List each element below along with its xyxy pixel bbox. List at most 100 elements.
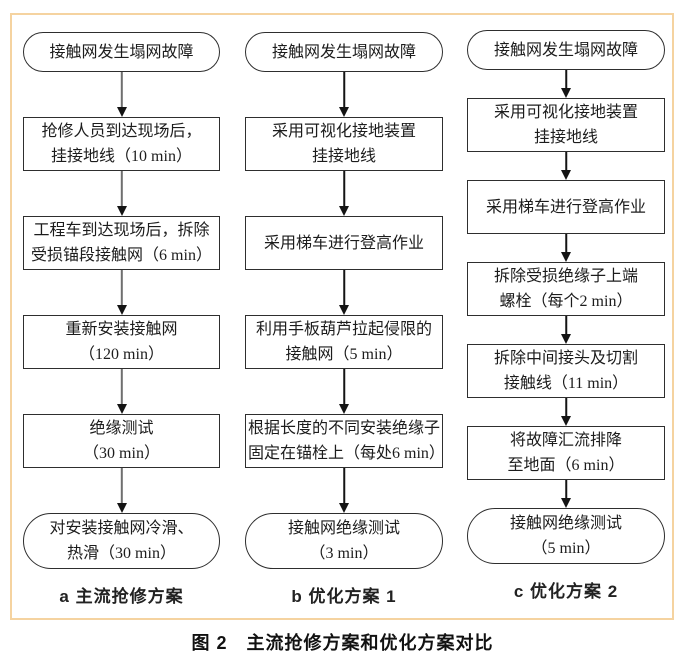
process-node: 拆除中间接头及切割 接触线（11 min） (467, 344, 665, 398)
process-node: 拆除受损绝缘子上端 螺栓（每个2 min） (467, 262, 665, 316)
flow-arrow-down (559, 152, 573, 180)
node-text: 对安装接触网冷滑、 (49, 520, 194, 537)
arrow-head-icon (561, 416, 571, 426)
arrow-head-icon (339, 503, 349, 513)
node-text: 至地面（6 min） (507, 457, 625, 474)
node-text: 挂接地线（10 min） (51, 148, 192, 165)
arrow-shaft (565, 234, 567, 255)
node-text: 拆除受损绝缘子上端 (493, 268, 638, 285)
node-text: 接触网发生塌网故障 (271, 43, 416, 61)
flow-arrow-down (559, 480, 573, 508)
arrow-shaft (565, 152, 567, 173)
column-label-b: b 优化方案 1 (291, 587, 397, 606)
arrow-head-icon (339, 206, 349, 216)
process-node: 重新安装接触网 （120 min） (23, 315, 220, 369)
arrow-head-icon (561, 334, 571, 344)
column-label-c: c 优化方案 2 (513, 582, 619, 601)
process-node: 将故障汇流排降 至地面（6 min） (467, 426, 665, 480)
node-text: 采用可视化接地装置 (271, 123, 416, 140)
process-node: 采用可视化接地装置 挂接地线 (245, 117, 443, 171)
arrow-head-icon (116, 305, 127, 315)
process-node: 绝缘测试 （30 min） (23, 414, 220, 468)
process-node: 采用梯车进行登高作业 (467, 180, 665, 234)
node-text: 工程车到达现场后，拆除 (33, 222, 210, 239)
node-text: 挂接地线 (533, 129, 598, 146)
flow-arrow-down (337, 270, 351, 315)
process-node: 工程车到达现场后，拆除 受损锚段接触网（6 min） (23, 216, 220, 270)
node-text: 绝缘测试 (89, 420, 154, 437)
flow-arrow-down (115, 72, 129, 117)
flow-arrow-down (115, 468, 129, 513)
arrow-shaft (565, 70, 567, 91)
arrow-shaft (343, 369, 345, 407)
node-text: 采用梯车进行登高作业 (485, 198, 646, 216)
arrow-head-icon (561, 170, 571, 180)
node-text: （30 min） (83, 445, 160, 462)
flow-arrow-down (559, 316, 573, 344)
flow-arrow-down (337, 369, 351, 414)
node-text: （3 min） (309, 545, 379, 562)
end-terminal-node: 对安装接触网冷滑、 热滑（30 min） (23, 513, 220, 569)
node-text: 利用手板葫芦拉起侵限的 (255, 321, 432, 338)
arrow-head-icon (116, 404, 127, 414)
flowchart-column-b: 接触网发生塌网故障 采用可视化接地装置 挂接地线 采用梯车进行登高作业 利用手板… (245, 32, 445, 607)
arrow-shaft (343, 468, 345, 506)
arrow-head-icon (116, 503, 127, 513)
flow-arrow-down (559, 234, 573, 262)
arrow-head-icon (339, 305, 349, 315)
flowchart-column-a: 接触网发生塌网故障 抢修人员到达现场后， 挂接地线（10 min） 工程车到达现… (23, 32, 220, 607)
node-text: （120 min） (79, 346, 164, 363)
process-node: 利用手板葫芦拉起侵限的 接触网（5 min） (245, 315, 443, 369)
node-text: 根据长度的不同安装绝缘子 (248, 420, 441, 437)
node-text: 接触网（5 min） (285, 346, 403, 363)
arrow-head-icon (116, 206, 127, 216)
node-text: 采用梯车进行登高作业 (263, 234, 424, 252)
figure-caption: 图 2 主流抢修方案和优化方案对比 (191, 633, 494, 653)
arrow-shaft (120, 270, 123, 308)
node-text: 螺栓（每个2 min） (499, 293, 633, 310)
end-terminal-node: 接触网绝缘测试 （3 min） (245, 513, 443, 569)
arrow-shaft (120, 72, 123, 110)
node-text: 接触网绝缘测试 (287, 520, 400, 537)
column-label-a: a 主流抢修方案 (59, 587, 184, 606)
node-text: 接触网发生塌网故障 (49, 43, 194, 61)
flowchart-column-c: 接触网发生塌网故障 采用可视化接地装置 挂接地线 采用梯车进行登高作业 拆除受损… (467, 30, 665, 602)
node-text: 固定在锚栓上（每处6 min） (248, 445, 445, 462)
node-text: 抢修人员到达现场后， (41, 123, 202, 140)
node-text: 拆除中间接头及切割 (493, 350, 638, 367)
node-text: 热滑（30 min） (67, 545, 176, 562)
process-node: 采用梯车进行登高作业 (245, 216, 443, 270)
node-text: 挂接地线 (311, 148, 376, 165)
arrow-shaft (343, 270, 345, 308)
process-node: 根据长度的不同安装绝缘子 固定在锚栓上（每处6 min） (245, 414, 445, 468)
arrow-head-icon (339, 404, 349, 414)
node-text: 接触网发生塌网故障 (493, 41, 638, 59)
node-text: 重新安装接触网 (65, 321, 178, 338)
arrow-head-icon (561, 498, 571, 508)
arrow-head-icon (561, 88, 571, 98)
arrow-shaft (565, 316, 567, 337)
start-terminal-node: 接触网发生塌网故障 (245, 32, 443, 72)
flow-arrow-down (337, 72, 351, 117)
flow-arrow-down (115, 270, 129, 315)
arrow-head-icon (116, 107, 127, 117)
flow-arrow-down (337, 171, 351, 216)
node-text: （5 min） (531, 540, 601, 557)
flow-arrow-down (337, 468, 351, 513)
flow-arrow-down (559, 398, 573, 426)
arrow-head-icon (339, 107, 349, 117)
arrow-shaft (120, 171, 123, 209)
arrow-head-icon (561, 252, 571, 262)
node-text: 将故障汇流排降 (509, 432, 622, 449)
flow-arrow-down (559, 70, 573, 98)
arrow-shaft (565, 398, 567, 419)
flow-arrow-down (115, 171, 129, 216)
arrow-shaft (343, 171, 345, 209)
arrow-shaft (343, 72, 345, 110)
node-text: 采用可视化接地装置 (493, 104, 638, 121)
arrow-shaft (565, 480, 567, 501)
end-terminal-node: 接触网绝缘测试 （5 min） (467, 508, 665, 564)
node-text: 接触线（11 min） (503, 375, 629, 392)
process-node: 采用可视化接地装置 挂接地线 (467, 98, 665, 152)
process-node: 抢修人员到达现场后， 挂接地线（10 min） (23, 117, 220, 171)
